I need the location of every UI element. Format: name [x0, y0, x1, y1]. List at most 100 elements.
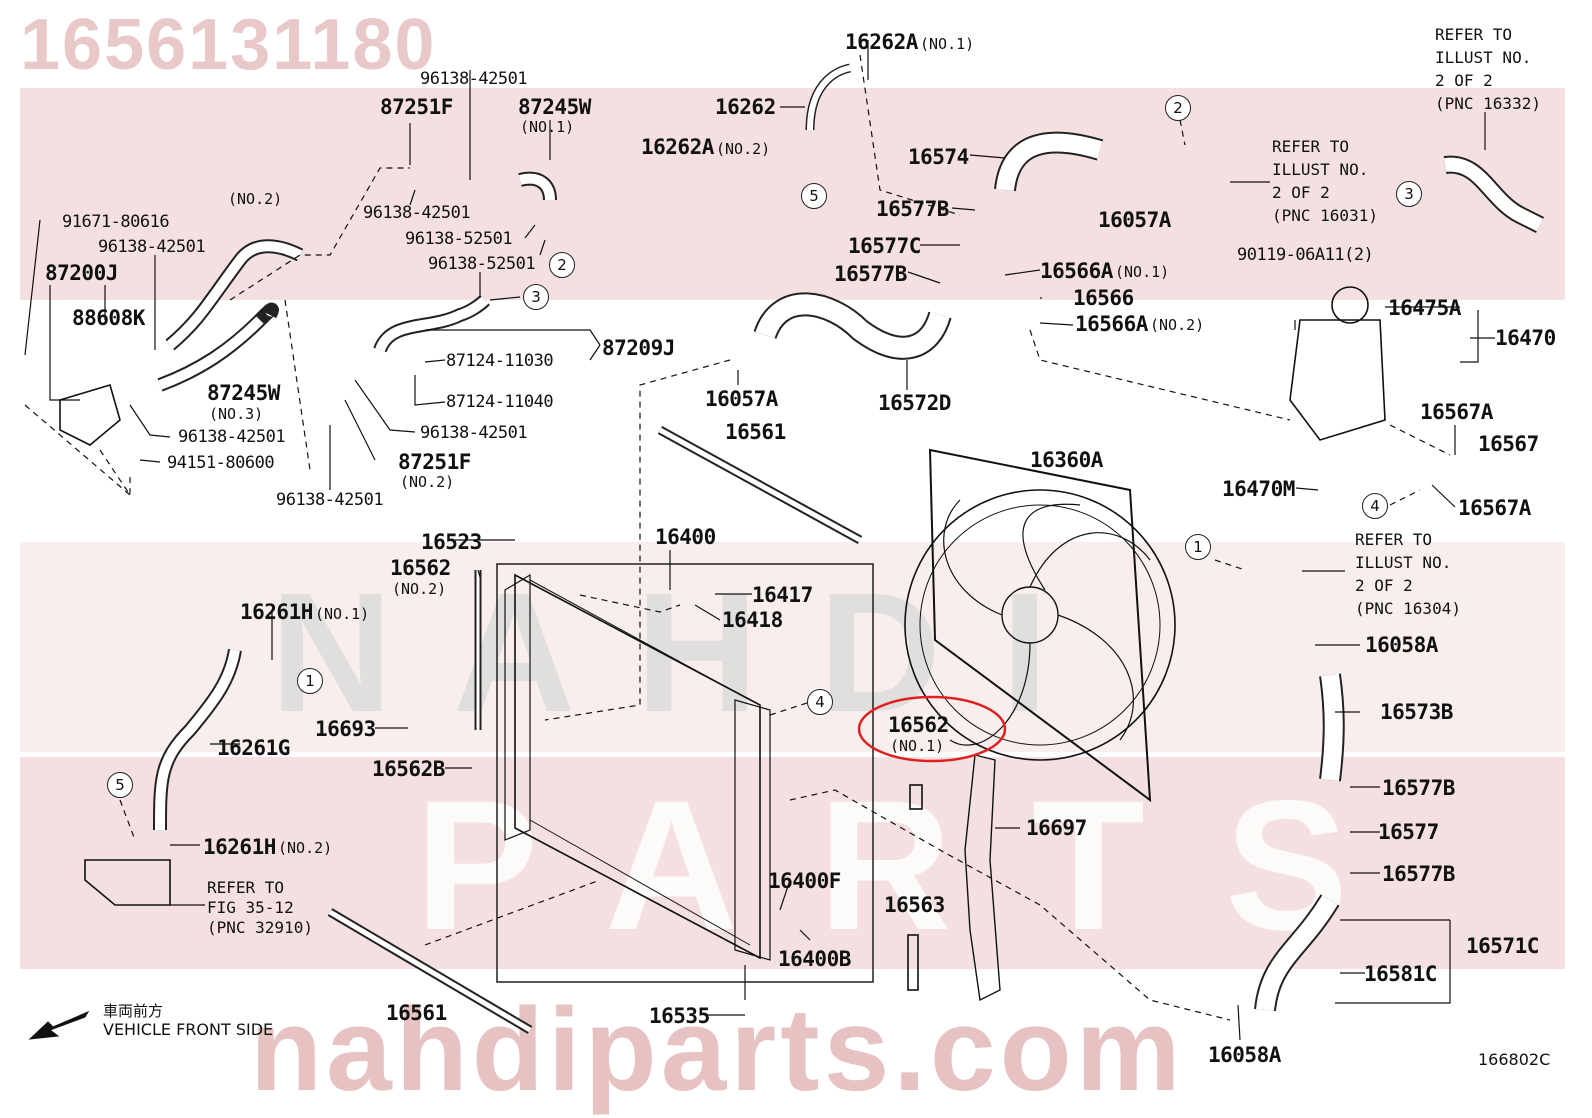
marker-4-mid: 4: [807, 689, 833, 715]
label-96138-52501-b[interactable]: 96138-52501: [428, 254, 536, 274]
marker-4-right: 4: [1362, 493, 1388, 519]
label-16562B[interactable]: 16562B: [372, 757, 445, 781]
note-hose-no2: (NO.2): [228, 190, 283, 208]
label-16566A-no1[interactable]: 16566A: [1040, 259, 1113, 283]
label-96138-42501-b[interactable]: 96138-42501: [363, 203, 471, 223]
label-16400B[interactable]: 16400B: [778, 947, 851, 971]
fan-ring: [904, 489, 1176, 761]
note-87245W-no1: (NO.1): [520, 118, 575, 136]
label-91671-80616[interactable]: 91671-80616: [62, 212, 170, 232]
label-16581C[interactable]: 16581C: [1364, 962, 1437, 986]
label-16262[interactable]: 16262: [715, 95, 776, 119]
label-96138-42501-e[interactable]: 96138-42501: [420, 423, 528, 443]
label-16563[interactable]: 16563: [884, 893, 945, 917]
label-16261H-no2[interactable]: 16261H: [203, 835, 276, 859]
label-16693[interactable]: 16693: [315, 717, 376, 741]
label-16562-no2[interactable]: 16562: [390, 556, 451, 580]
label-16567A-1[interactable]: 16567A: [1420, 400, 1493, 424]
label-16261H-no1[interactable]: 16261H: [240, 600, 313, 624]
label-16400F[interactable]: 16400F: [768, 869, 841, 893]
label-88608K[interactable]: 88608K: [72, 306, 145, 330]
note-16562-no1: (NO.1): [890, 737, 945, 755]
label-96138-42501-a[interactable]: 96138-42501: [420, 69, 528, 89]
marker-1-left: 1: [297, 668, 323, 694]
label-16697[interactable]: 16697: [1026, 816, 1087, 840]
watermark-band-top: [20, 88, 1565, 300]
fan-shroud: [928, 448, 1152, 803]
marker-3-right: 3: [1396, 181, 1422, 207]
label-16262A-no2[interactable]: 16262A: [641, 135, 714, 159]
label-16577B-a[interactable]: 16577B: [876, 197, 949, 221]
label-16561-bottom[interactable]: 16561: [386, 1001, 447, 1025]
legend-vehicle-front-en: VEHICLE FRONT SIDE: [103, 1020, 274, 1039]
label-16573B[interactable]: 16573B: [1380, 700, 1453, 724]
label-16572D[interactable]: 16572D: [878, 391, 951, 415]
label-96138-42501-c[interactable]: 96138-42501: [98, 237, 206, 257]
note-16262A-no2: (NO.2): [716, 140, 771, 158]
label-16566[interactable]: 16566: [1073, 286, 1134, 310]
label-96138-42501-f[interactable]: 96138-42501: [276, 490, 384, 510]
note-16261H-no2: (NO.2): [278, 839, 333, 857]
label-16523[interactable]: 16523: [421, 530, 482, 554]
label-16577B-d[interactable]: 16577B: [1382, 862, 1455, 886]
label-16470[interactable]: 16470: [1495, 326, 1556, 350]
label-16360A[interactable]: 16360A: [1030, 448, 1103, 472]
legend-vehicle-front-jp: 車両前方: [103, 1002, 164, 1020]
label-87251F-no2[interactable]: 87251F: [398, 450, 471, 474]
ref-pnc-16332: REFER TO ILLUST NO. 2 OF 2 (PNC 16332): [1435, 25, 1541, 113]
marker-3-left: 3: [523, 284, 549, 310]
note-16262A-no1: (NO.1): [920, 35, 975, 53]
label-16571C[interactable]: 16571C: [1466, 934, 1539, 958]
label-16057A-top[interactable]: 16057A: [1098, 208, 1171, 232]
label-16577C[interactable]: 16577C: [848, 234, 921, 258]
watermark-site: nahdiparts.com: [250, 984, 1185, 1116]
label-16535[interactable]: 16535: [649, 1004, 710, 1028]
label-90119-06A11[interactable]: 90119-06A11(2): [1237, 245, 1374, 265]
label-87124-11040[interactable]: 87124-11040: [446, 392, 554, 412]
label-16470M[interactable]: 16470M: [1222, 477, 1295, 501]
ref-pnc-16304: REFER TO ILLUST NO. 2 OF 2 (PNC 16304): [1355, 530, 1461, 618]
label-94151-80600[interactable]: 94151-80600: [167, 453, 275, 473]
watermark-brand: NAHDI: [270, 558, 1109, 748]
label-16577B-b[interactable]: 16577B: [834, 262, 907, 286]
label-16566A-no2[interactable]: 16566A: [1075, 312, 1148, 336]
label-16417[interactable]: 16417: [752, 583, 813, 607]
label-87245W-no3[interactable]: 87245W: [207, 381, 280, 405]
label-16261G[interactable]: 16261G: [217, 736, 290, 760]
label-87209J[interactable]: 87209J: [602, 336, 675, 360]
water-pump: [59, 384, 121, 446]
label-96138-42501-d[interactable]: 96138-42501: [178, 427, 286, 447]
label-87251F-no1[interactable]: 87251F: [380, 95, 453, 119]
label-16058A-1[interactable]: 16058A: [1365, 633, 1438, 657]
label-87200J[interactable]: 87200J: [45, 261, 118, 285]
label-16562-no1-highlighted[interactable]: 16562: [888, 713, 949, 737]
label-16400[interactable]: 16400: [655, 525, 716, 549]
marker-2-left: 2: [549, 252, 575, 278]
label-16577[interactable]: 16577: [1378, 820, 1439, 844]
label-96138-52501-a[interactable]: 96138-52501: [405, 229, 513, 249]
note-16566A-no2: (NO.2): [1150, 316, 1205, 334]
vehicle-front-arrow: [28, 1010, 90, 1040]
note-16261H-no1: (NO.1): [315, 605, 370, 623]
label-16574[interactable]: 16574: [908, 145, 969, 169]
note-16562-no2: (NO.2): [392, 580, 447, 598]
label-16058A-2[interactable]: 16058A: [1208, 1043, 1281, 1067]
label-87245W-no1[interactable]: 87245W: [518, 95, 591, 119]
label-16567A-2[interactable]: 16567A: [1458, 496, 1531, 520]
label-16418[interactable]: 16418: [722, 608, 783, 632]
label-87124-11030[interactable]: 87124-11030: [446, 351, 554, 371]
label-16567[interactable]: 16567: [1478, 432, 1539, 456]
label-16561-top[interactable]: 16561: [725, 420, 786, 444]
marker-5-top: 5: [801, 183, 827, 209]
label-16475A[interactable]: 16475A: [1388, 296, 1461, 320]
ref-pnc-16031: REFER TO ILLUST NO. 2 OF 2 (PNC 16031): [1272, 137, 1378, 225]
label-16577B-c[interactable]: 16577B: [1382, 776, 1455, 800]
marker-5-left: 5: [107, 772, 133, 798]
part-16563: [907, 934, 919, 991]
note-87245W-no3: (NO.3): [209, 405, 264, 423]
label-16262A-no1[interactable]: 16262A: [845, 30, 918, 54]
watermark-parts: PARTS: [415, 763, 1429, 969]
label-16057A-mid[interactable]: 16057A: [705, 387, 778, 411]
